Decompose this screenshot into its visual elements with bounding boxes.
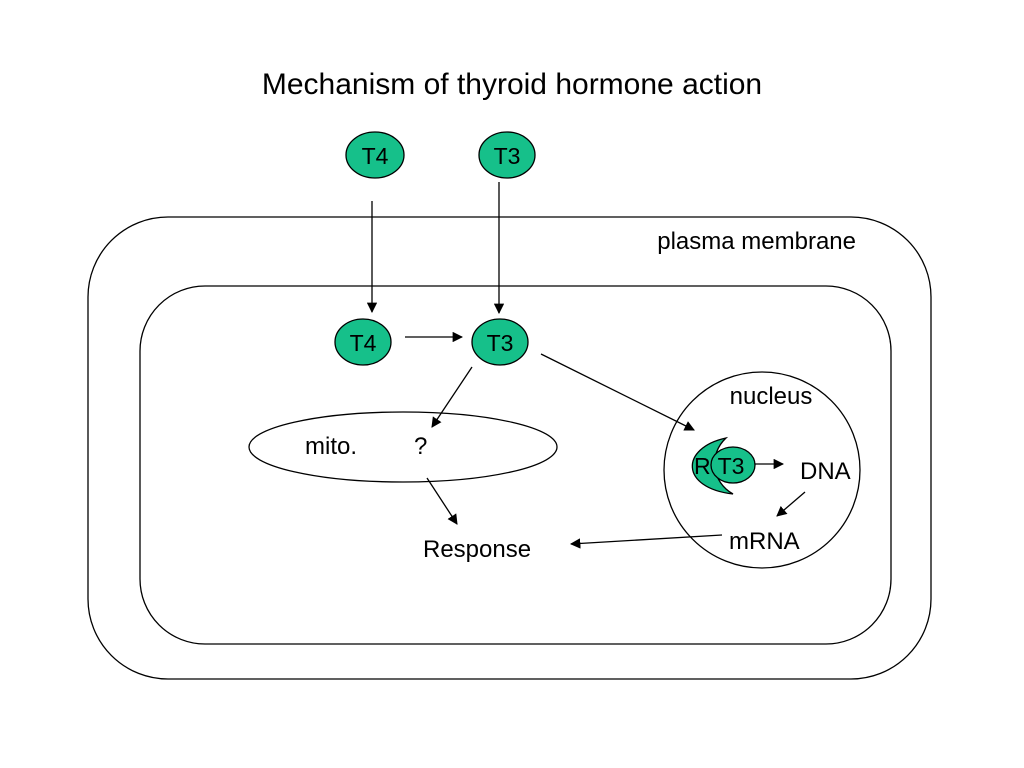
dna-label: DNA bbox=[800, 458, 851, 485]
t3-bound-node: T3 bbox=[710, 446, 756, 484]
response-label: Response bbox=[423, 536, 531, 563]
mitochondrion bbox=[248, 411, 558, 483]
t3-bound-label: T3 bbox=[718, 453, 745, 479]
nucleus-label: nucleus bbox=[730, 383, 813, 410]
t4-outside-label: T4 bbox=[362, 143, 389, 169]
nucleus bbox=[663, 371, 861, 569]
t4-inside-label: T4 bbox=[350, 330, 377, 356]
arrow-t3-to-receptor bbox=[540, 353, 695, 431]
t3-inside-node: T3 bbox=[471, 318, 529, 366]
t3-inside-label: T3 bbox=[487, 330, 514, 356]
unknown-mechanism-label: ? bbox=[414, 433, 427, 460]
receptor-label: R bbox=[694, 453, 711, 479]
t4-inside-node: T4 bbox=[334, 318, 392, 366]
arrow-mito-to-response bbox=[426, 477, 458, 525]
page-title: Mechanism of thyroid hormone action bbox=[262, 68, 762, 101]
t3-outside-label: T3 bbox=[494, 143, 521, 169]
t3-outside-node: T3 bbox=[478, 131, 536, 179]
arrow-dna-to-mrna bbox=[776, 491, 806, 517]
plasma-membrane-label: plasma membrane bbox=[657, 228, 856, 255]
arrow-mrna-to-response bbox=[569, 534, 723, 549]
t4-outside-node: T4 bbox=[345, 131, 405, 179]
mrna-label: mRNA bbox=[729, 528, 800, 555]
arrow-t3-to-mito bbox=[431, 366, 473, 428]
mito-label: mito. bbox=[305, 433, 357, 460]
